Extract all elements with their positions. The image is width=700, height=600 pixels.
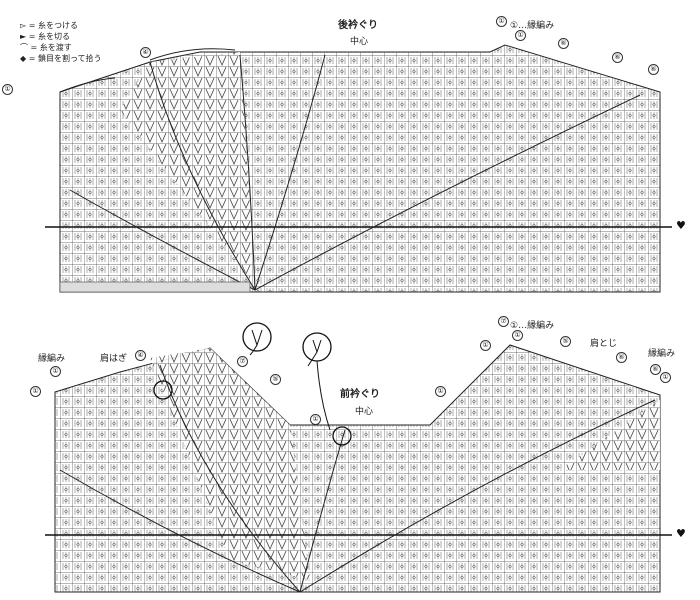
- front-title: 前衿ぐり: [340, 389, 380, 400]
- back-mark: ⑥: [648, 64, 659, 75]
- front-left-pattern: [150, 348, 310, 580]
- back-edging-label: ①…縁編み: [510, 21, 555, 31]
- front-mark: ①: [310, 414, 321, 425]
- magnifier-circles: [153, 322, 352, 446]
- back-hem-band: [59, 281, 251, 293]
- front-mark: ①: [660, 372, 671, 383]
- front-mark: ④: [135, 350, 146, 361]
- front-mark: ①: [480, 340, 491, 351]
- back-mark: ①: [515, 30, 526, 41]
- back-mark: ①: [2, 84, 13, 95]
- front-edging-left-label: 縁編み: [38, 354, 66, 364]
- front-mark: ⑦: [237, 356, 248, 367]
- front-mark: ⑤: [560, 336, 571, 347]
- legend-item-cut-yarn: ► = 糸を切る: [20, 32, 70, 41]
- front-mark: ⑥: [616, 352, 627, 363]
- front-edging-right-label: 縁編み: [648, 349, 676, 359]
- front-right-pattern: [560, 400, 660, 470]
- legend-item-split-chain: ◆ = 鎖目を割って拾う: [20, 54, 102, 63]
- front-mark: ⑤: [270, 374, 281, 385]
- legend-item-carry-yarn: ⌒ = 糸を渡す: [20, 43, 72, 52]
- front-mark: ①: [435, 386, 446, 397]
- legend-item-attach-yarn: ▻ = 糸をつける: [20, 21, 78, 30]
- back-mark: ④: [140, 47, 151, 58]
- back-fan-lines: [69, 54, 641, 291]
- front-shoulder-seam-label: 肩はぎ: [100, 354, 128, 364]
- legend: ▻ = 糸をつける ► = 糸を切る ⌒ = 糸を渡す ◆ = 鎖目を割って拾う: [20, 20, 102, 64]
- heart-mark-front: ♥: [676, 527, 686, 540]
- front-mark: ⑥: [650, 364, 661, 375]
- front-shoulder-join-label: 肩とじ: [590, 339, 618, 349]
- front-mark: ①: [50, 366, 61, 377]
- back-mark: ⑥: [612, 52, 623, 63]
- back-yarn-carry: [149, 48, 236, 61]
- front-mark: ①: [30, 386, 41, 397]
- front-mark: ⑦: [498, 316, 509, 327]
- front-center-label: 中心: [355, 407, 374, 417]
- front-mark: ①: [512, 330, 523, 341]
- back-center-label: 中心: [350, 37, 369, 47]
- front-edging-top-label: ①…縁編み: [510, 321, 555, 331]
- heart-mark-back: ♥: [676, 219, 686, 232]
- back-mark: ⑥: [558, 38, 569, 49]
- back-title: 後衿ぐり: [338, 20, 378, 31]
- back-mark: ①: [496, 16, 507, 27]
